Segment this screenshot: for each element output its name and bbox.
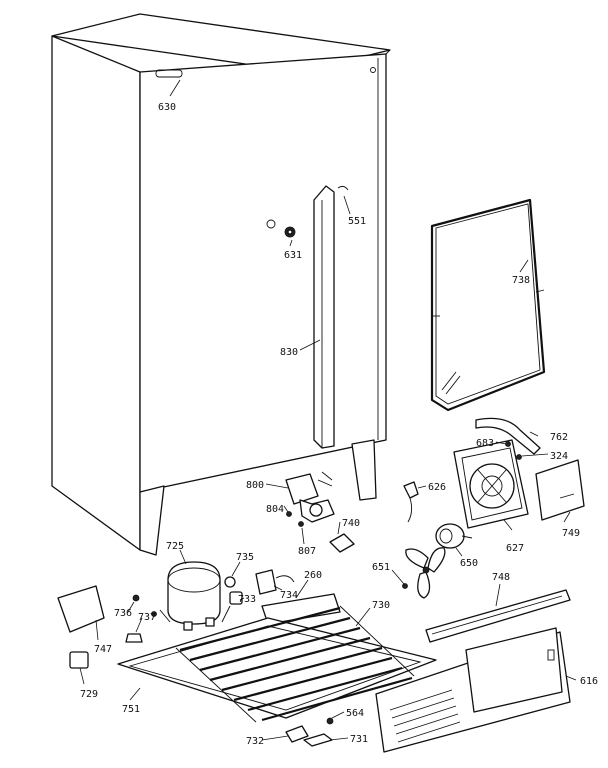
shield-747 — [57, 585, 105, 633]
condenser-coil-730 — [175, 605, 415, 723]
label-730: 730 — [372, 600, 390, 611]
gasket-738 — [430, 198, 546, 412]
label-747: 747 — [94, 644, 112, 655]
tube-762 — [475, 417, 541, 455]
callout-labels: 630 551 631 830 738 683 762 324 800 626 … — [80, 102, 598, 747]
wire-clip-626 — [403, 481, 419, 523]
fan-bracket-627 — [453, 439, 529, 529]
label-650: 650 — [460, 558, 478, 569]
relay-734 — [255, 569, 295, 595]
screw-564 — [326, 717, 334, 725]
label-804: 804 — [266, 504, 284, 515]
fan-motor-650 — [435, 523, 473, 549]
leader-lines — [79, 79, 577, 741]
relay-735 — [224, 576, 236, 588]
grille-616 — [375, 627, 571, 753]
label-740: 740 — [342, 518, 360, 529]
clip-729 — [69, 651, 89, 669]
label-830: 830 — [280, 347, 298, 358]
grommet-737 — [125, 633, 143, 643]
label-260: 260 — [304, 570, 322, 581]
label-616: 616 — [580, 676, 598, 687]
compressor-725 — [151, 561, 231, 631]
label-751: 751 — [122, 704, 140, 715]
valve-800 — [285, 471, 335, 527]
label-735: 735 — [236, 552, 254, 563]
label-762: 762 — [550, 432, 568, 443]
label-651: 651 — [372, 562, 390, 573]
label-731: 731 — [350, 734, 368, 745]
label-683: 683 — [476, 438, 494, 449]
grommet-736 — [132, 594, 140, 602]
bracket-740 — [329, 533, 355, 553]
label-732: 732 — [246, 736, 264, 747]
fan-blade-651 — [402, 547, 446, 599]
label-736: 736 — [114, 608, 132, 619]
label-737: 737 — [138, 612, 156, 623]
label-734: 734 — [280, 590, 298, 601]
pad-732 — [285, 725, 309, 743]
label-631: 631 — [284, 250, 302, 261]
label-733: 733 — [238, 594, 256, 605]
cover-749 — [535, 459, 585, 521]
label-749: 749 — [562, 528, 580, 539]
label-748: 748 — [492, 572, 510, 583]
label-725: 725 — [166, 541, 184, 552]
relay-733 — [229, 591, 243, 605]
strip-748 — [425, 589, 571, 643]
label-729: 729 — [80, 689, 98, 700]
label-626: 626 — [428, 482, 446, 493]
label-800: 800 — [246, 480, 264, 491]
label-627: 627 — [506, 543, 524, 554]
cabinet-shell — [51, 13, 391, 556]
label-807: 807 — [298, 546, 316, 557]
label-551: 551 — [348, 216, 366, 227]
label-564: 564 — [346, 708, 364, 719]
label-324: 324 — [550, 451, 568, 462]
label-630: 630 — [158, 102, 176, 113]
label-738: 738 — [512, 275, 530, 286]
